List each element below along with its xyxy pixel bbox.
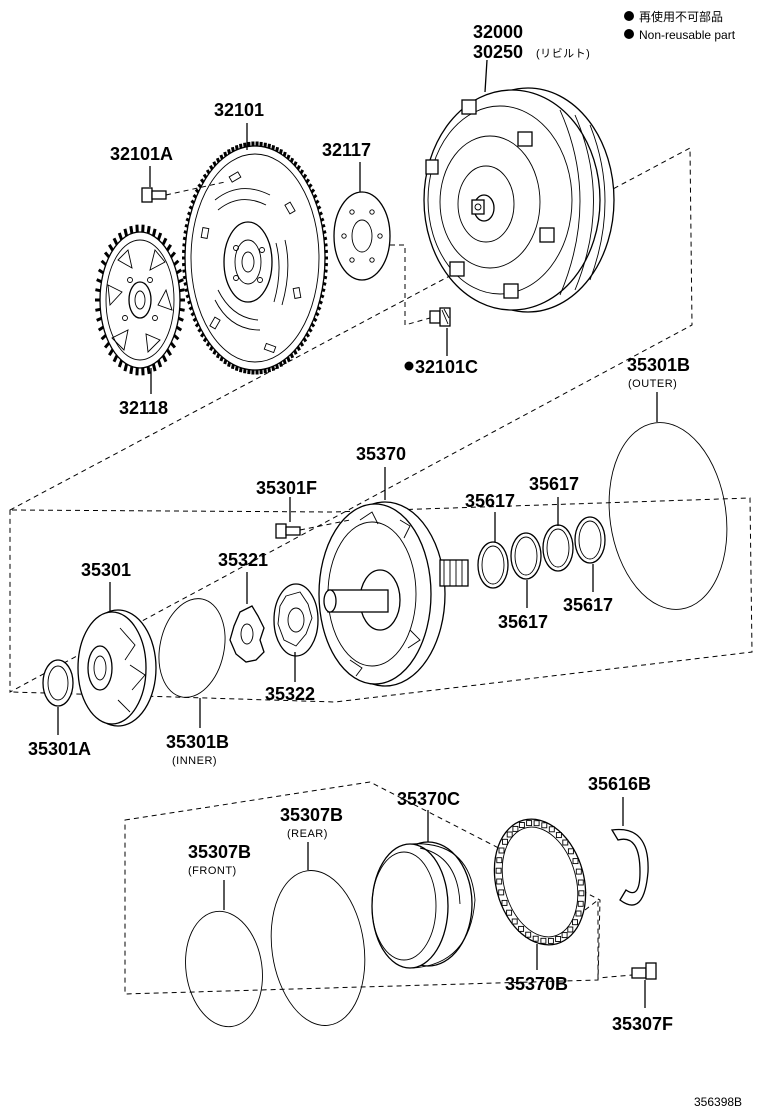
label-30250-note: (リビルト) bbox=[536, 47, 590, 60]
label-32101: 32101 bbox=[214, 100, 264, 120]
part-32000-torque-converter bbox=[423, 59, 615, 313]
leader-lines-group-1 bbox=[149, 123, 448, 394]
label-35307B-rear: 35307B bbox=[280, 805, 343, 825]
label-35301F: 35301F bbox=[256, 478, 317, 498]
label-35617-b: 35617 bbox=[529, 474, 579, 494]
label-32000: 32000 bbox=[473, 22, 523, 42]
legend-jp: 再使用不可部品 bbox=[639, 9, 723, 24]
label-35370B: 35370B bbox=[505, 974, 568, 994]
label-32101C: 32101C bbox=[415, 357, 478, 377]
part-35322-driven-gear bbox=[273, 583, 319, 682]
label-35307B-rear-note: (REAR) bbox=[287, 828, 328, 840]
part-32101C-bolt bbox=[390, 244, 451, 327]
label-35617-c: 35617 bbox=[498, 612, 548, 632]
label-35370: 35370 bbox=[356, 444, 406, 464]
diagram-id: 356398B bbox=[694, 1095, 742, 1109]
label-35301B-inner-note: (INNER) bbox=[172, 755, 217, 767]
label-35617-d: 35617 bbox=[563, 595, 613, 615]
label-35616B: 35616B bbox=[588, 774, 651, 794]
label-35307B-front: 35307B bbox=[188, 842, 251, 862]
part-35617-seal-rings bbox=[477, 497, 606, 608]
label-32101A: 32101A bbox=[110, 144, 173, 164]
part-35301F-bolt bbox=[275, 497, 351, 539]
label-35301B-inner: 35301B bbox=[166, 732, 229, 752]
label-32117: 32117 bbox=[322, 140, 371, 160]
part-35307F-bolt bbox=[584, 898, 657, 1008]
label-35301B-outer: 35301B bbox=[627, 355, 690, 375]
part-35301A-thrust-washer bbox=[42, 659, 74, 735]
part-35370-stator-shaft bbox=[318, 467, 469, 687]
bullet-icon bbox=[624, 29, 634, 39]
part-35301B-outer-oring bbox=[608, 392, 728, 610]
label-35301B-outer-note: (OUTER) bbox=[628, 378, 677, 390]
label-35307F: 35307F bbox=[612, 1014, 673, 1034]
legend-en: Non-reusable part bbox=[639, 28, 736, 42]
non-reusable-bullet-icon bbox=[404, 361, 414, 371]
part-32118-drive-plate-gear bbox=[95, 224, 185, 376]
part-32101A-bolt bbox=[141, 181, 226, 203]
part-35301B-inner-oring bbox=[158, 598, 226, 728]
legend: 再使用不可部品 Non-reusable part bbox=[624, 9, 736, 42]
part-labels: 32000 30250 (リビルト) 32101 32101A 32117 32… bbox=[28, 22, 742, 1109]
label-35301: 35301 bbox=[81, 560, 131, 580]
label-35370C: 35370C bbox=[397, 789, 460, 809]
bullet-icon bbox=[624, 11, 634, 21]
part-35370C-drum bbox=[371, 810, 476, 969]
label-35301A: 35301A bbox=[28, 739, 91, 759]
label-35321: 35321 bbox=[218, 550, 268, 570]
part-35307B-front-oring bbox=[185, 880, 263, 1028]
part-35301-oil-pump-body bbox=[77, 582, 157, 727]
part-35321-drive-gear bbox=[229, 572, 265, 663]
part-32101-flywheel bbox=[181, 141, 329, 375]
label-32118: 32118 bbox=[119, 398, 168, 418]
label-35617-a: 35617 bbox=[465, 491, 515, 511]
label-30250: 30250 bbox=[473, 42, 523, 62]
part-35370B-clutch-plate bbox=[493, 818, 587, 970]
label-35307B-front-note: (FRONT) bbox=[188, 865, 237, 877]
label-35322: 35322 bbox=[265, 684, 315, 704]
part-35307B-rear-oring bbox=[270, 842, 366, 1026]
part-35616B-snap-ring bbox=[610, 797, 649, 906]
part-32117-spacer bbox=[333, 191, 391, 281]
